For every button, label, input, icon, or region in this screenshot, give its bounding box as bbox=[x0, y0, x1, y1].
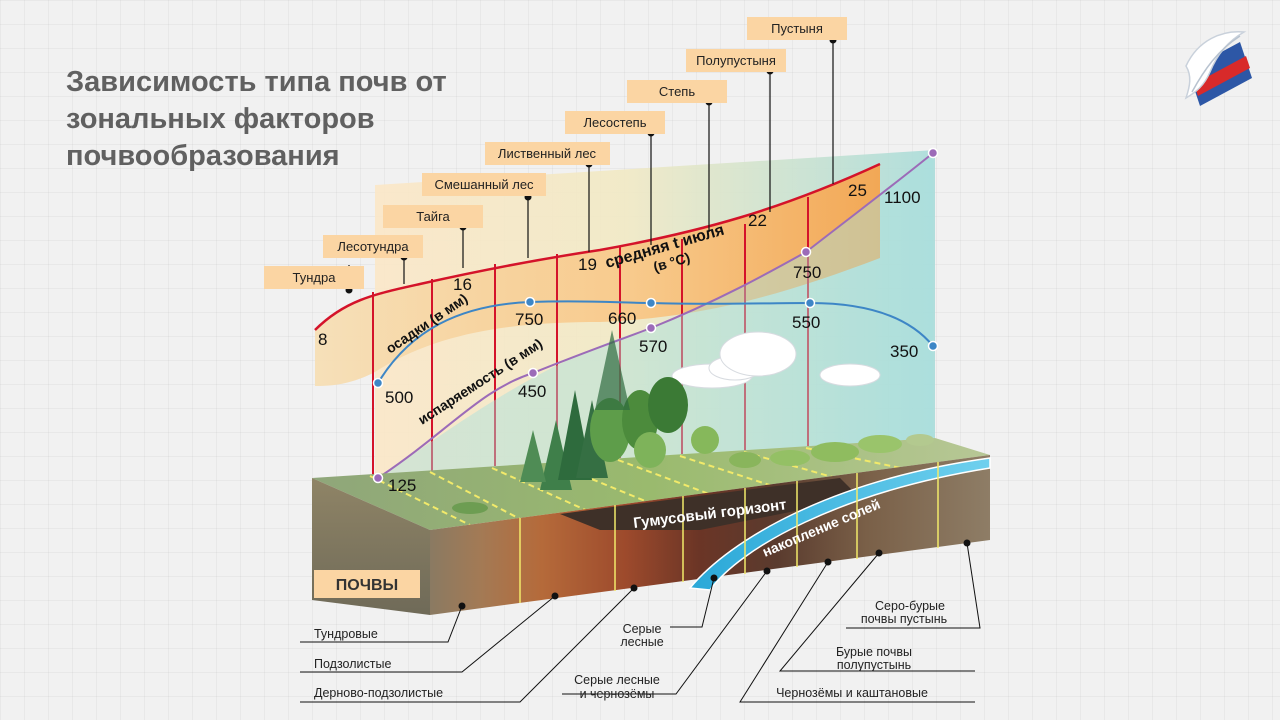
soil-label-sod-podzolic: Дерново-подзолистые bbox=[314, 686, 443, 700]
zone-leaders bbox=[348, 38, 834, 290]
soil-label-grey-chernozem: и чернозёмы bbox=[580, 687, 655, 701]
precipitation-value: 660 bbox=[608, 309, 636, 328]
precipitation-markers bbox=[372, 296, 939, 389]
salt-accumulation-band bbox=[688, 457, 991, 591]
zone-label-deciduous-forest: Лиственный лес bbox=[498, 146, 597, 161]
soil-dividers bbox=[519, 462, 939, 603]
page-title: Зависимость типа почв от зональных факто… bbox=[66, 66, 447, 172]
zone-label-mixed-forest: Смешанный лес bbox=[434, 177, 534, 192]
logo-icon bbox=[1184, 31, 1252, 106]
evaporation-value: 1100 bbox=[884, 188, 921, 207]
precipitation-value: 350 bbox=[890, 342, 918, 361]
soil-label-tundra: Тундровые bbox=[314, 627, 378, 641]
soil-label-podzolic: Подзолистые bbox=[314, 657, 391, 671]
evaporation-value: 750 bbox=[793, 263, 821, 282]
soils-badge bbox=[314, 570, 420, 598]
temperature-band bbox=[315, 164, 880, 386]
zone-label-tundra: Тундра bbox=[293, 270, 337, 285]
evaporation-fill bbox=[378, 153, 933, 478]
zone-label-taiga: Тайга bbox=[416, 209, 450, 224]
soil-label-grey-brown-desert: почвы пустынь bbox=[861, 612, 947, 626]
precipitation-values: 500 750 660 550 350 bbox=[385, 309, 918, 407]
temperature-value: 25 bbox=[848, 181, 867, 200]
precipitation-value: 500 bbox=[385, 388, 413, 407]
zone-label-forest-steppe: Лесостепь bbox=[584, 115, 647, 130]
zone-label-boxes bbox=[264, 17, 847, 289]
soil-leader-dots bbox=[458, 539, 971, 610]
evaporation-value: 450 bbox=[518, 382, 546, 401]
precipitation-value: 750 bbox=[515, 310, 543, 329]
temperature-line bbox=[314, 162, 881, 331]
humus-horizon bbox=[560, 478, 860, 530]
temperature-value: 16 bbox=[453, 275, 472, 294]
evaporation-value: 125 bbox=[388, 476, 416, 495]
zone-label-semi-desert: Полупустыня bbox=[696, 53, 776, 68]
evaporation-markers bbox=[372, 147, 939, 484]
soils-badge-label: ПОЧВЫ bbox=[336, 577, 398, 594]
soil-label-chernozem-chestnut: Чернозёмы и каштановые bbox=[776, 686, 928, 700]
soil-label-grey-chernozem: Серые лесные bbox=[574, 673, 660, 687]
zone-label-desert: Пустыня bbox=[771, 21, 823, 36]
soil-label-grey-forest: лесные bbox=[620, 635, 663, 649]
precipitation-value: 550 bbox=[792, 313, 820, 332]
temperature-value: 8 bbox=[318, 330, 327, 349]
soil-label-grey-brown-desert: Серо-бурые bbox=[875, 599, 945, 613]
zone-label-steppe: Степь bbox=[659, 84, 695, 99]
temperature-value: 19 bbox=[578, 255, 597, 274]
temperature-value: 22 bbox=[748, 211, 767, 230]
evaporation-values: 125 450 570 750 1100 bbox=[388, 188, 921, 495]
temperature-values: 8 16 19 22 25 bbox=[318, 181, 867, 349]
cloud-icon bbox=[671, 331, 881, 389]
forest-vegetation bbox=[452, 330, 934, 514]
zone-label-forest-tundra: Лесотундра bbox=[337, 239, 409, 254]
evaporation-value: 570 bbox=[639, 337, 667, 356]
soil-leaders bbox=[300, 542, 981, 703]
soil-label-brown-semidesert: Бурые почвы bbox=[836, 645, 912, 659]
soil-label-brown-semidesert: полупустынь bbox=[837, 658, 911, 672]
soil-label-grey-forest: Серые bbox=[623, 622, 662, 636]
